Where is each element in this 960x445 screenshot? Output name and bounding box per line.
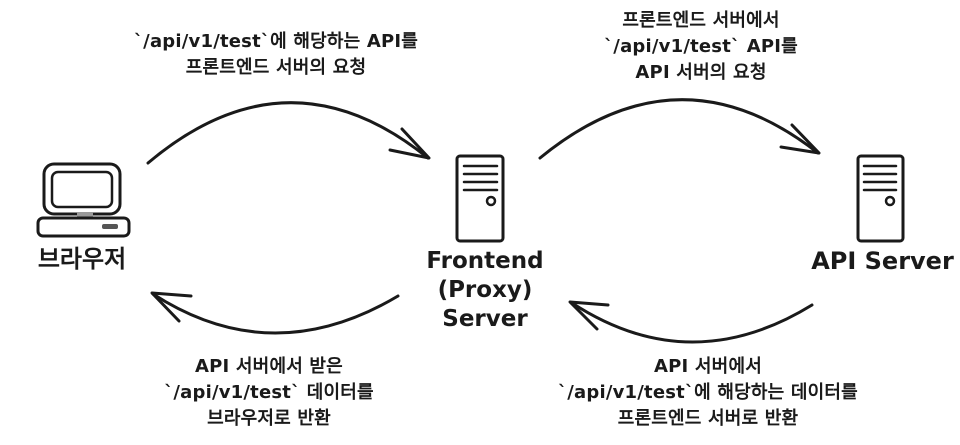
caption-line: API 서버의 요청 bbox=[635, 62, 767, 83]
arrow-frontend-to-api bbox=[538, 98, 821, 160]
caption-browser-to-frontend: `/api/v1/test`에 해당하는 API를 프론트엔드 서버의 요청 bbox=[116, 29, 436, 81]
frontend-label-line: Frontend bbox=[426, 248, 544, 274]
caption-line: 프론트엔드 서버로 반환 bbox=[617, 408, 799, 429]
caption-line: `/api/v1/test`에 해당하는 API를 bbox=[133, 31, 419, 52]
caption-line: `/api/v1/test`에 해당하는 데이터를 bbox=[558, 382, 858, 403]
caption-line: API 서버에서 bbox=[654, 356, 762, 377]
frontend-server-tower-icon bbox=[455, 154, 505, 243]
arrow-browser-to-frontend bbox=[146, 101, 431, 165]
api-server-tower-icon bbox=[856, 154, 905, 243]
caption-line: `/api/v1/test` 데이터를 bbox=[164, 382, 374, 403]
caption-line: 브라우저로 반환 bbox=[207, 408, 331, 429]
caption-line: 프론트엔드 서버에서 bbox=[622, 10, 780, 31]
caption-api-to-frontend: API 서버에서 `/api/v1/test`에 해당하는 데이터를 프론트엔드… bbox=[538, 354, 878, 432]
caption-frontend-to-browser: API 서버에서 받은 `/api/v1/test` 데이터를 브라우저로 반환 bbox=[119, 354, 419, 432]
caption-line: 프론트엔드 서버의 요청 bbox=[185, 57, 367, 78]
frontend-node-label: Frontend (Proxy) Server bbox=[415, 247, 555, 334]
browser-node-label: 브라우저 bbox=[37, 245, 127, 273]
caption-line: API 서버에서 받은 bbox=[195, 356, 343, 377]
desktop-computer-icon bbox=[36, 162, 131, 238]
api-server-node-label: API Server bbox=[811, 247, 954, 275]
frontend-label-line: (Proxy) bbox=[437, 277, 533, 303]
caption-frontend-to-api: 프론트엔드 서버에서 `/api/v1/test` API를 API 서버의 요… bbox=[551, 8, 851, 86]
arrow-api-to-frontend bbox=[568, 300, 814, 344]
arrow-frontend-to-browser bbox=[150, 291, 400, 335]
caption-line: `/api/v1/test` API를 bbox=[604, 36, 798, 57]
frontend-label-line: Server bbox=[442, 306, 528, 332]
